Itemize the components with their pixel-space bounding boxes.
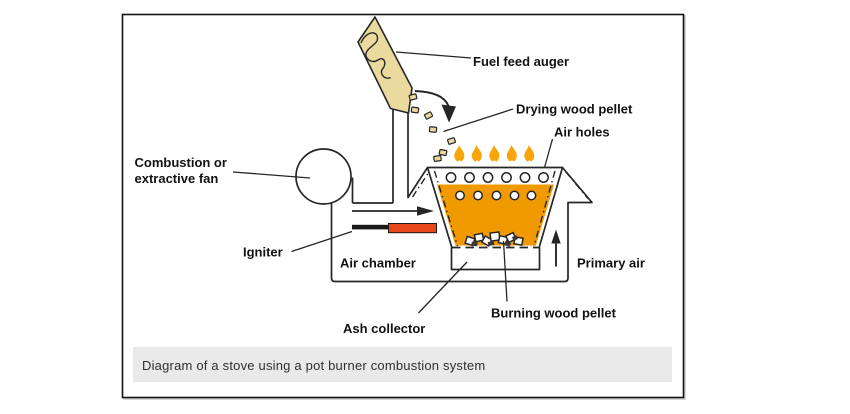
burner-pot (411, 167, 589, 271)
right-shoulder-dashed (564, 171, 589, 199)
auger-leader-line (395, 51, 472, 59)
ash-collector-leader-line (418, 261, 468, 314)
pot-left-wall (426, 167, 453, 249)
air-hole (473, 190, 483, 201)
air-hole (509, 190, 520, 201)
burning-pellet-dark (471, 241, 478, 247)
pellet-icon (433, 154, 442, 163)
labels: Combustion or extractive fan Fuel feed a… (135, 54, 645, 336)
pot-inner-right-dashed (533, 170, 556, 247)
air-hole (538, 172, 549, 183)
left-shoulder-dashed (411, 171, 430, 198)
label-burning-wood-pellet: Burning wood pellet (491, 306, 617, 321)
ash-collector-box (450, 247, 541, 271)
label-igniter: Igniter (243, 245, 283, 260)
igniter-rod (352, 224, 390, 230)
label-fan-line2: extractive fan (135, 171, 219, 186)
label-fuel-feed-auger: Fuel feed auger (473, 54, 569, 69)
auger-screw-squiggle (360, 32, 391, 79)
label-primary-air: Primary air (577, 256, 645, 271)
fan-airflow-arrow (352, 206, 434, 216)
air-hole (445, 172, 457, 183)
stove-body (330, 106, 593, 283)
air-hole (501, 172, 512, 183)
label-ash-collector: Ash collector (343, 321, 425, 336)
pot-inner-left-dashed (433, 170, 459, 247)
igniter-hot-tip (388, 223, 437, 234)
caption-text: Diagram of a stove using a pot burner co… (142, 358, 485, 373)
fan-leader-line (232, 171, 311, 179)
drying-pellet-leader-line (443, 108, 514, 133)
label-drying-wood-pellet: Drying wood pellet (516, 102, 633, 117)
air-hole (526, 190, 537, 201)
burning-pellet (473, 232, 485, 243)
fuel-auger (357, 16, 413, 114)
air-holes-row2 (455, 190, 537, 201)
primary-air-arrow (551, 229, 561, 267)
pellet-icon (438, 148, 448, 157)
air-hole (464, 172, 475, 183)
pellet-drop-arrow (414, 90, 456, 123)
pot-fire-fill (437, 184, 554, 246)
burning-pellet-dark (504, 241, 511, 247)
burning-pellet-leader-line (502, 240, 508, 302)
pot-right-wall (538, 167, 564, 249)
pellet-icon (408, 93, 418, 101)
igniter-assembly (352, 223, 437, 234)
burning-pellet-dark (512, 235, 518, 241)
leader-lines (232, 51, 554, 314)
drop-arrowhead-icon (441, 104, 456, 123)
stove-outline (330, 110, 593, 283)
caption-bar (133, 347, 672, 382)
air-holes-row1 (445, 172, 549, 183)
airflow-arrowhead-icon (417, 206, 434, 216)
igniter-leader-line (291, 230, 353, 253)
label-air-chamber: Air chamber (340, 256, 416, 271)
fan-circle (295, 148, 352, 205)
label-fan-line1: Combustion or (135, 155, 227, 170)
burning-pellet-dark (487, 241, 495, 246)
air-hole (491, 190, 502, 201)
pellet-icon (410, 106, 420, 114)
air-hole (519, 172, 531, 183)
pellet-icon (428, 126, 438, 133)
drop-arrow-curve (414, 90, 450, 107)
primary-air-arrowhead-icon (551, 229, 561, 244)
air-holes-leader-line (543, 138, 554, 168)
air-hole (482, 172, 494, 183)
air-hole (455, 190, 465, 201)
label-air-holes: Air holes (554, 125, 610, 140)
burning-pellets (464, 231, 524, 248)
